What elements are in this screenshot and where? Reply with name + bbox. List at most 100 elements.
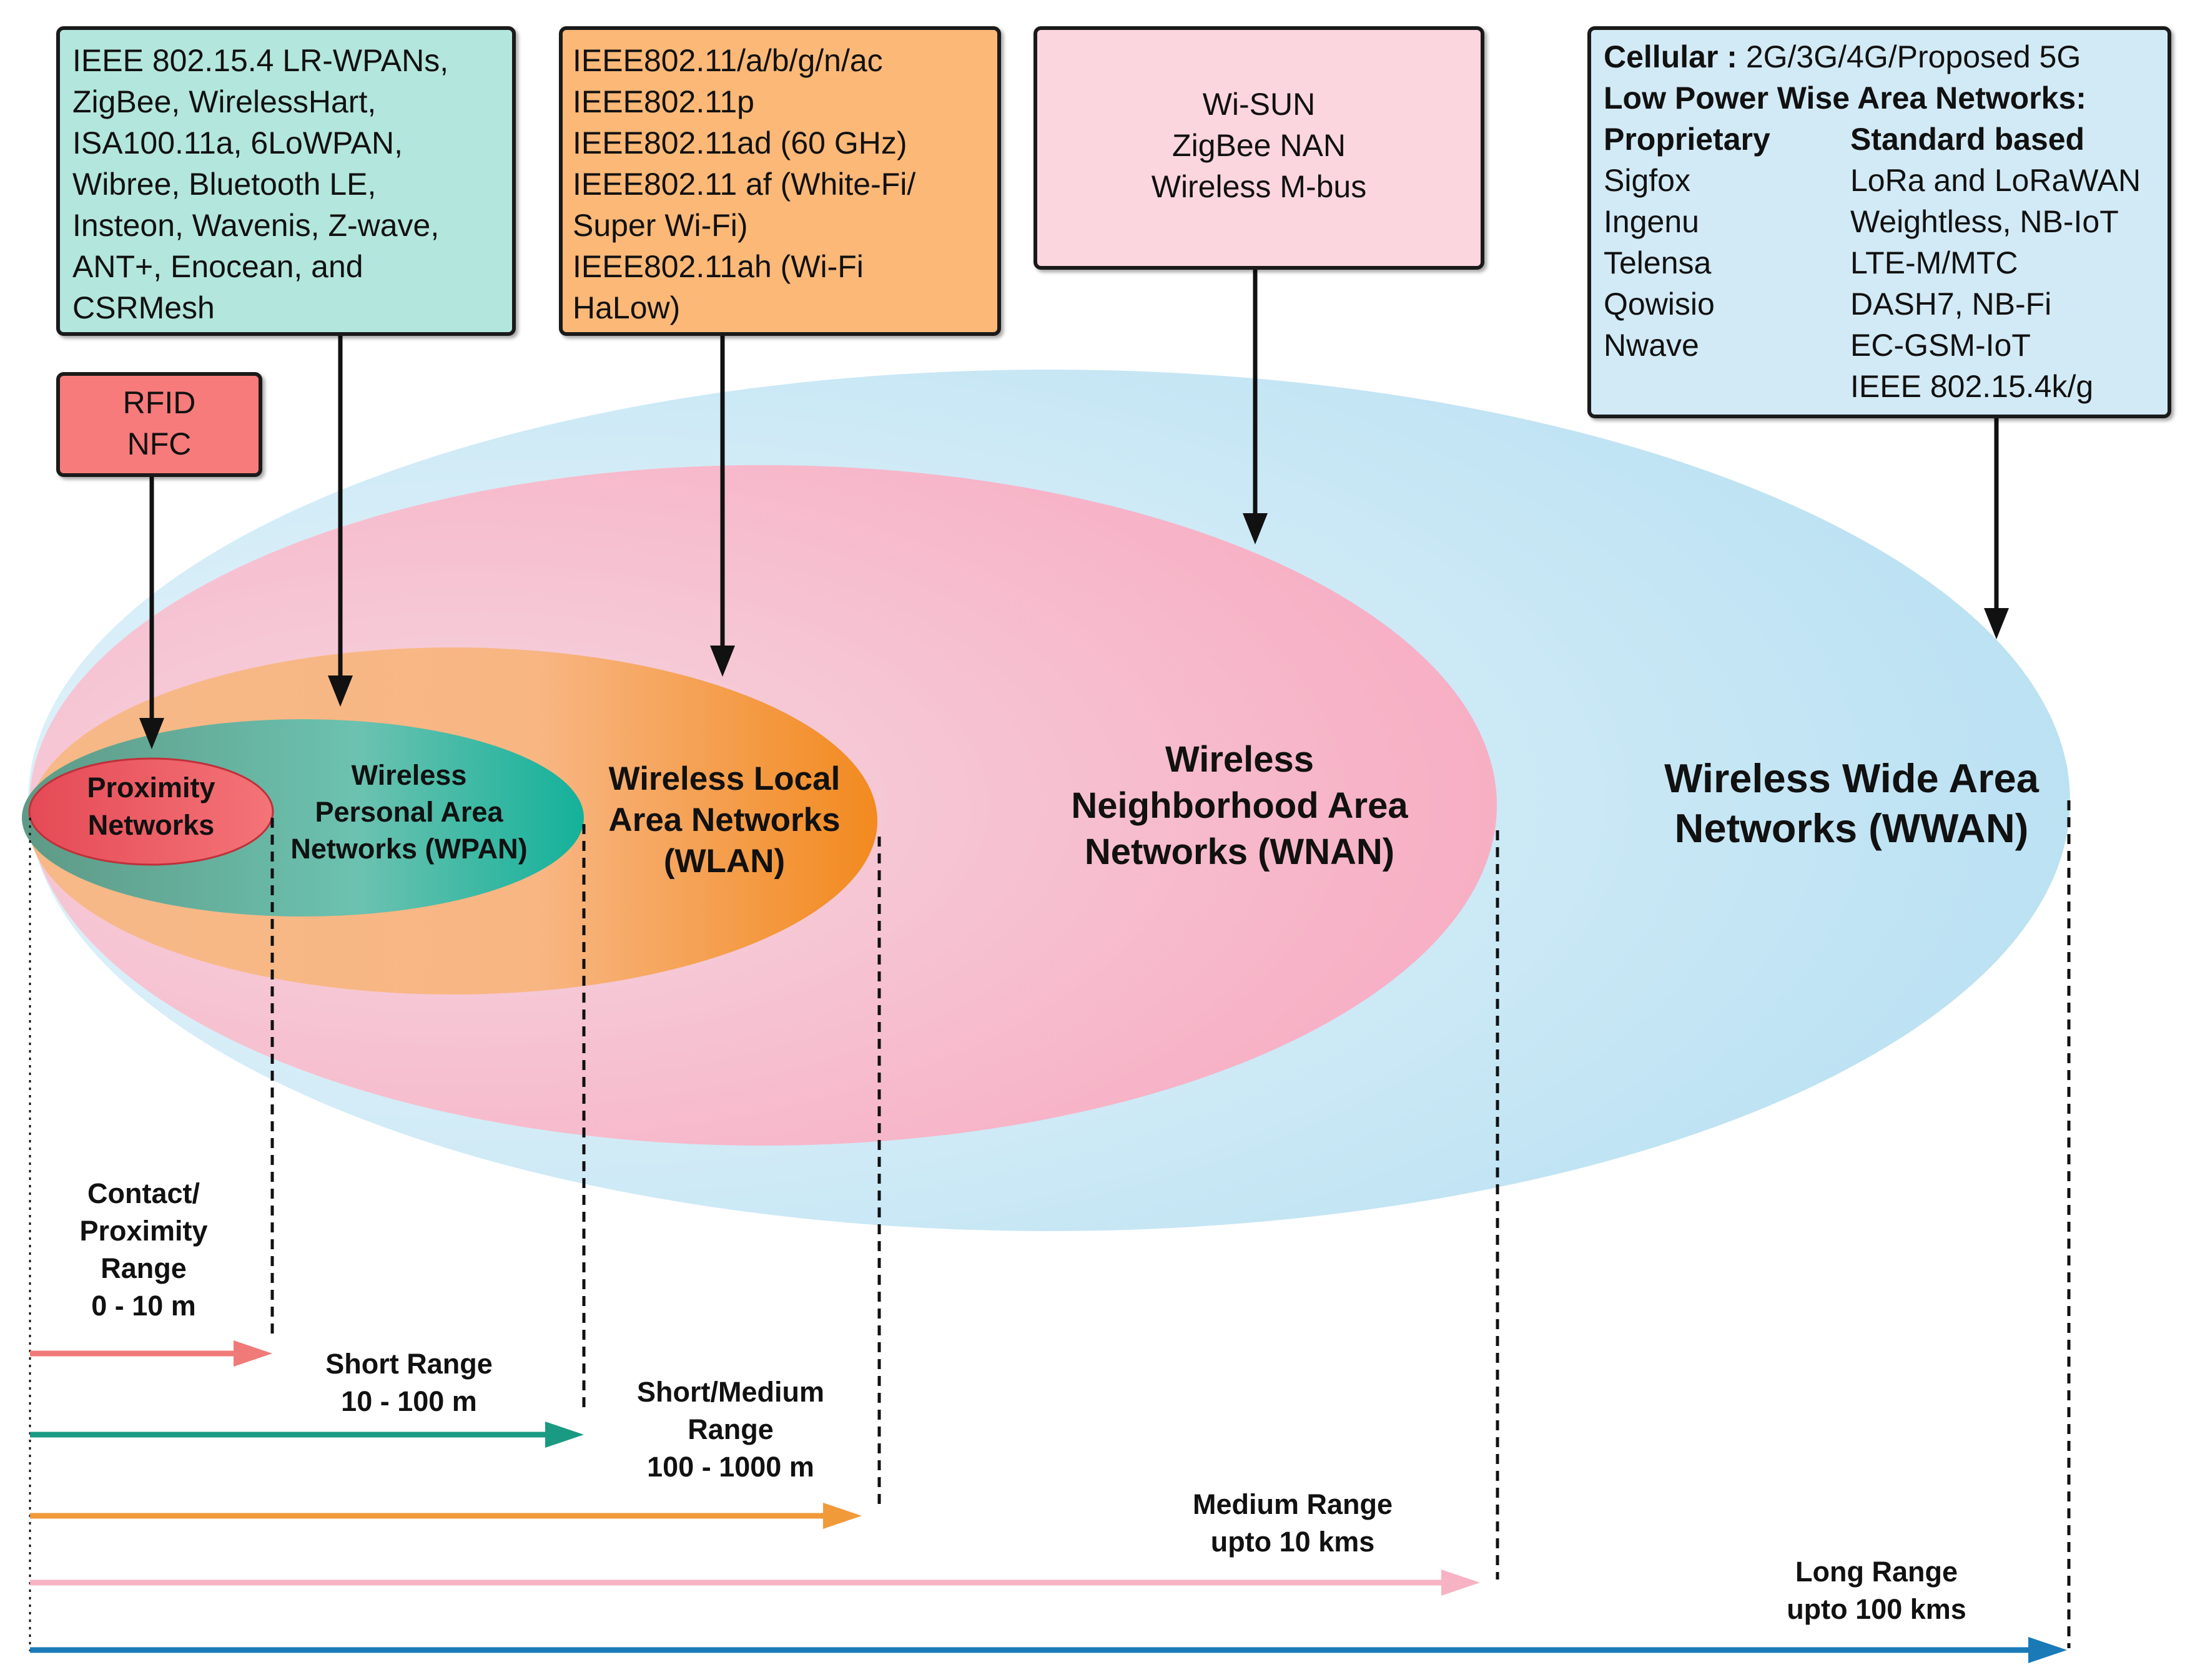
short-range-line: 10 - 100 m [341, 1385, 477, 1417]
wpan-protocol-line: ANT+, Enocean, and [72, 249, 363, 284]
proprietary-tech: Telensa [1604, 245, 1712, 280]
wpan-protocol-line: Insteon, Wavenis, Z-wave, [72, 208, 440, 243]
medium-range-line: Medium Range [1192, 1488, 1393, 1520]
wpan-protocol-line: ISA100.11a, 6LoWPAN, [72, 125, 403, 160]
rfid-nfc-line: RFID [122, 385, 196, 420]
wnan-protocol-line: ZigBee NAN [1172, 128, 1346, 163]
wpan-protocol-line: Wibree, Bluetooth LE, [72, 167, 377, 202]
standard-tech: DASH7, NB-Fi [1850, 287, 2052, 322]
short-range-line: Short Range [325, 1348, 493, 1380]
lpwan-title: Low Power Wise Area Networks: [1604, 81, 2086, 115]
contact-range-line: Proximity [79, 1215, 208, 1247]
wwan-label-line: Wireless Wide Area [1664, 755, 2039, 801]
wlan-protocol-line: Super Wi-Fi) [573, 208, 748, 243]
wpan-label-line: Wireless [351, 759, 467, 791]
contact-range-line: 0 - 10 m [91, 1290, 196, 1322]
standard-tech: Weightless, NB-IoT [1850, 204, 2119, 239]
contact-range-arrow-head [234, 1340, 272, 1367]
lpwan-table-row: Sigfox LoRa and LoRaWAN [1604, 160, 2168, 201]
cellular-value: 2G/3G/4G/Proposed 5G [1737, 39, 2081, 74]
wnan-protocol-line: Wi-SUN [1202, 87, 1316, 122]
wlan-protocol-line: IEEE802.11 af (White-Fi/ [573, 167, 916, 202]
lpwan-table-row: Qowisio DASH7, NB-Fi [1604, 283, 2168, 325]
cellular-label: Cellular : [1604, 39, 1737, 74]
wlan-pointer-arrowhead [710, 646, 735, 677]
wlan-label-line: Area Networks [608, 802, 841, 838]
contact-range-line: Contact/ [87, 1177, 200, 1209]
wlan-label-line: Wireless Local [608, 760, 841, 797]
medium-range-arrow-head [1441, 1569, 1480, 1596]
lpwan-table-row: IEEE 802.15.4k/g [1604, 366, 2168, 407]
wpan-protocols-box: IEEE 802.15.4 LR-WPANs, ZigBee, WirelessH… [56, 26, 516, 336]
standard-tech: EC-GSM-IoT [1850, 328, 2031, 363]
wlan-protocol-line: IEEE802.11ah (Wi-Fi [573, 249, 864, 284]
wlan-label-line: (WLAN) [663, 843, 786, 880]
wlan-protocol-line: IEEE802.11p [573, 84, 754, 119]
standard-tech: LTE-M/MTC [1850, 245, 2018, 280]
wnan-pointer-arrowhead [1243, 513, 1268, 544]
wnan-protocols-box: Wi-SUN ZigBee NAN Wireless M-bus [1033, 26, 1484, 270]
wpan-label-line: Personal Area [315, 796, 503, 828]
wpan-pointer-arrowhead [328, 675, 353, 707]
short-medium-range-line: 100 - 1000 m [647, 1451, 814, 1483]
wpan-label-line: Networks (WPAN) [290, 833, 528, 865]
proprietary-tech: Ingenu [1604, 204, 1699, 239]
lpwan-table-row: Nwave EC-GSM-IoT [1604, 325, 2168, 366]
rfid-pointer-arrowhead [139, 718, 164, 749]
wpan-protocol-line: CSRMesh [72, 290, 215, 325]
long-range-arrow-head [2028, 1637, 2067, 1663]
proximity-ellipse [28, 757, 274, 866]
short-medium-range-arrow-head [823, 1503, 862, 1529]
lpwan-column-headers: Proprietary Standard based [1604, 119, 2168, 160]
contact-range-line: Range [101, 1252, 187, 1284]
proprietary-header: Proprietary [1604, 122, 1770, 157]
proximity-label-line: Proximity [87, 772, 215, 803]
wwan-pointer-arrowhead [1984, 608, 2009, 639]
wnan-protocol-line: Wireless M-bus [1151, 169, 1367, 204]
lpwan-table-row: Ingenu Weightless, NB-IoT [1604, 201, 2168, 242]
medium-range-line: upto 10 kms [1210, 1526, 1375, 1558]
rfid-nfc-box: RFID NFC [56, 372, 262, 477]
wpan-protocol-line: ZigBee, WirelessHart, [72, 84, 377, 119]
wnan-label-line: Neighborhood Area [1071, 785, 1408, 826]
lpwan-table-row: Telensa LTE-M/MTC [1604, 242, 2168, 283]
cellular-line: Cellular : 2G/3G/4G/Proposed 5G [1604, 36, 2168, 77]
short-range-arrow-head [545, 1422, 584, 1448]
proprietary-tech: Nwave [1604, 328, 1699, 363]
range-boundary-lines [270, 800, 2071, 1648]
wlan-protocol-line: IEEE802.11ad (60 GHz) [573, 125, 907, 160]
wnan-label-line: Networks (WNAN) [1084, 832, 1395, 872]
wlan-protocol-line: IEEE802.11/a/b/g/n/ac [573, 43, 883, 78]
wwan-protocols-box: Cellular : 2G/3G/4G/Proposed 5G Low Powe… [1587, 26, 2171, 418]
proprietary-tech: Qowisio [1604, 287, 1715, 322]
medium-range-label: Medium Range upto 10 kms [1130, 1486, 1455, 1561]
wwan-label-line: Networks (WWAN) [1674, 805, 2029, 851]
standard-based-header: Standard based [1850, 122, 2085, 157]
wpan-protocol-line: IEEE 802.15.4 LR-WPANs, [72, 43, 449, 78]
short-medium-range-line: Short/Medium [637, 1376, 824, 1408]
range-arrows [30, 1340, 2067, 1663]
short-range-label: Short Range 10 - 100 m [281, 1345, 537, 1420]
short-medium-range-line: Range [688, 1413, 774, 1445]
rfid-nfc-line: NFC [127, 426, 192, 461]
lpwan-table: Sigfox LoRa and LoRaWAN Ingenu Weightless, … [1604, 160, 2168, 407]
proprietary-tech: Sigfox [1604, 163, 1690, 198]
standard-tech: IEEE 802.15.4k/g [1850, 369, 2094, 404]
long-range-label: Long Range upto 100 kms [1730, 1553, 2023, 1628]
wnan-label-line: Wireless [1165, 739, 1315, 780]
proximity-label-line: Networks [87, 809, 215, 841]
long-range-line: Long Range [1795, 1556, 1958, 1588]
long-range-line: upto 100 kms [1787, 1593, 1966, 1625]
wlan-protocol-line: HaLow) [573, 290, 681, 325]
standard-tech: LoRa and LoRaWAN [1850, 163, 2141, 198]
